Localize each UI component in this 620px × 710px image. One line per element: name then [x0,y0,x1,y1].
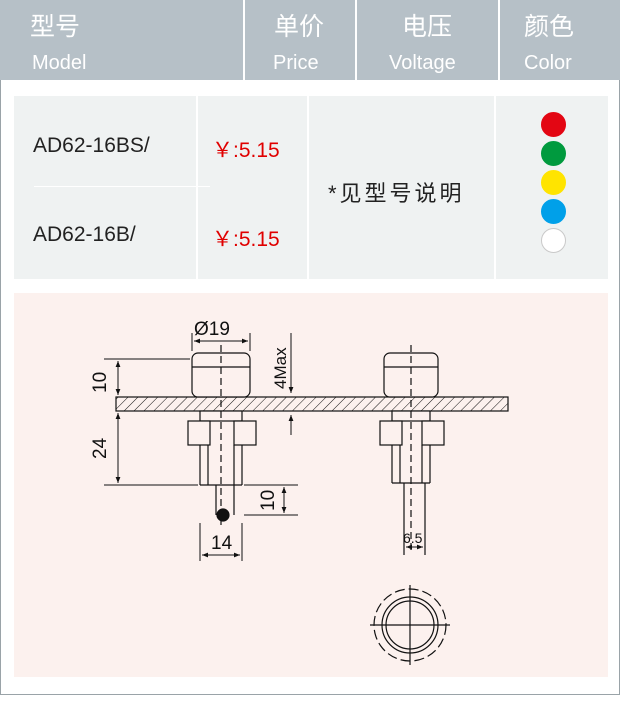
header-model-en: Model [32,52,87,74]
row-2-model: AD62-16B/ [33,223,136,246]
dimension-drawing: Ø19 4Max 10 24 10 14 6.5 [90,319,509,665]
label-diameter: Ø19 [194,319,230,340]
header-color: 颜色 Color [500,0,620,80]
row-1-price: ￥:5.15 [212,139,280,162]
column-divider [307,96,309,279]
header-color-cn: 颜色 [524,13,575,41]
header-divider [498,0,500,80]
dimension-lines [104,333,423,561]
header-voltage-en: Voltage [389,52,456,74]
label-24: 24 [90,437,111,459]
drawing-panel: Ø19 4Max 10 24 10 14 6.5 [14,293,608,677]
table-header: 型号 Model 单价 Price 电压 Voltage 颜色 Color [0,0,620,80]
color-dot-red [541,112,566,137]
label-10-side: 10 [258,490,279,511]
row-divider [34,186,210,187]
header-model-cn: 型号 [30,13,81,41]
bottom-view [370,585,450,665]
header-price: 单价 Price [245,0,355,80]
label-6-5: 6.5 [403,530,423,546]
voltage-note: *见型号说明 [328,181,465,206]
button-cap [191,352,251,398]
product-table [14,96,608,279]
column-divider [196,96,198,279]
label-4max: 4Max [271,347,290,389]
header-price-en: Price [273,52,319,74]
front-view [115,345,509,525]
side-cap [383,352,439,398]
dimension-labels: Ø19 4Max 10 24 10 14 6.5 [90,319,423,554]
header-color-en: Color [524,52,572,74]
column-divider [494,96,496,279]
color-dot-blue [541,199,566,224]
header-price-cn: 单价 [274,13,325,41]
header-divider [355,0,357,80]
header-voltage: 电压 Voltage [357,0,498,80]
header-model: 型号 Model [0,0,243,80]
color-dot-white [541,228,566,253]
header-divider [243,0,245,80]
row-1-model: AD62-16BS/ [33,134,150,157]
label-14: 14 [211,533,233,554]
color-dot-yellow [541,170,566,195]
side-view [379,345,445,555]
label-10-top: 10 [90,372,111,393]
color-dot-green [541,141,566,166]
row-2-price: ￥:5.15 [212,228,280,251]
header-voltage-cn: 电压 [402,13,453,41]
mounting-panel [115,396,509,412]
